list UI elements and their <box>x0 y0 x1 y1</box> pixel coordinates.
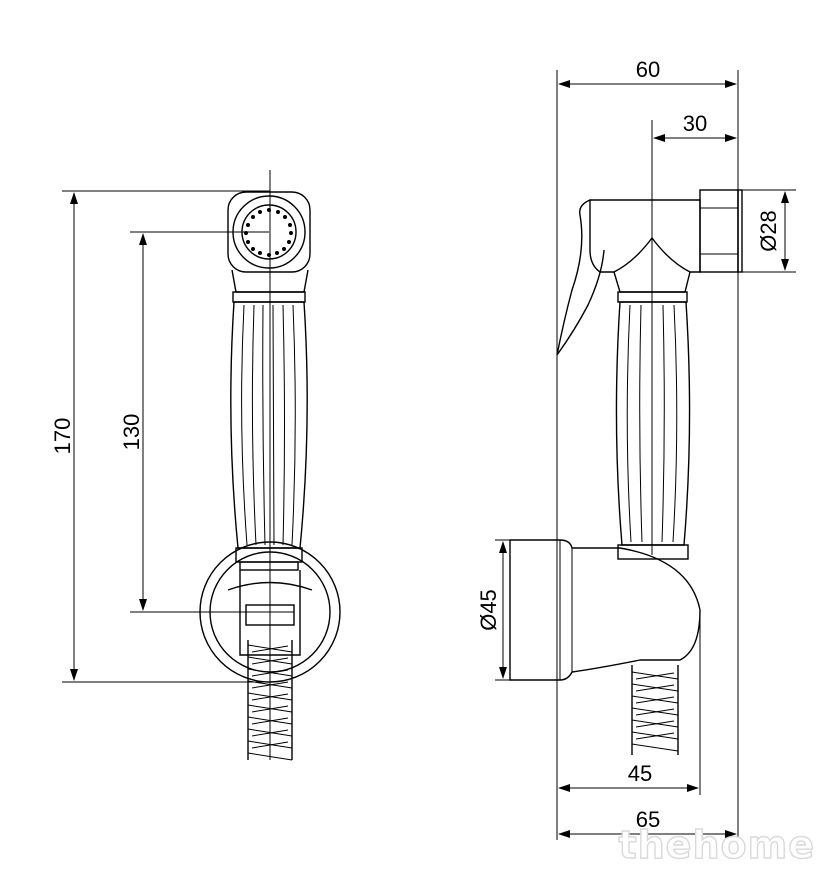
side-head <box>589 189 743 303</box>
dim-side-holder-diameter: Ø45 <box>476 589 501 631</box>
dim-side-nozzle-offset: 30 <box>683 111 707 136</box>
dim-side-nozzle-diameter: Ø28 <box>756 210 781 252</box>
side-view: 60 30 Ø28 Ø45 45 65 <box>476 57 796 840</box>
fluted-handle <box>230 301 308 571</box>
dim-bottom-total-depth: 65 <box>636 807 660 832</box>
trigger-lever <box>556 199 605 356</box>
side-wall-holder <box>509 539 701 681</box>
hose <box>247 640 293 761</box>
spray-holes <box>244 208 293 257</box>
side-handle <box>615 301 691 560</box>
dim-bottom-holder-depth: 45 <box>628 761 652 786</box>
dim-front-grip-height: 130 <box>119 414 144 451</box>
side-hose <box>631 665 679 755</box>
front-view: 170 130 <box>50 170 341 761</box>
dim-side-total-width: 60 <box>636 57 660 82</box>
spray-head <box>227 191 311 303</box>
watermark-logo: thehome <box>618 823 815 867</box>
dim-front-total-height: 170 <box>50 418 75 455</box>
